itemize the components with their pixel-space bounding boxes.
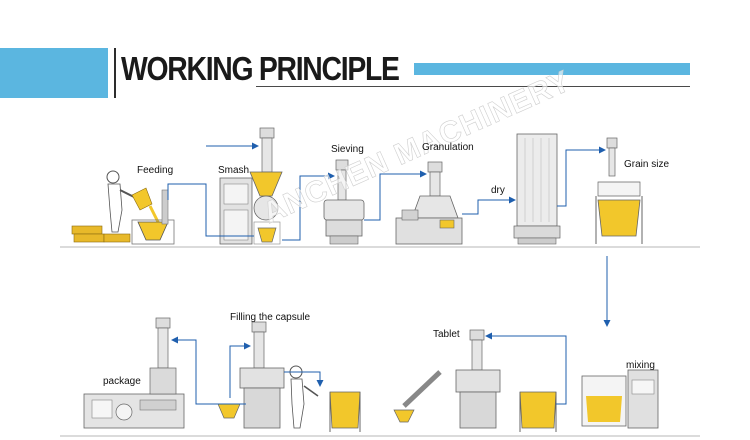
granulation-machine xyxy=(395,161,463,245)
header-divider xyxy=(114,48,116,98)
header-underline xyxy=(256,86,690,87)
flow-capsule-left xyxy=(284,371,324,387)
label-filling-capsule: Filling the capsule xyxy=(230,312,311,323)
feeding-station xyxy=(71,170,175,245)
flow-capsule-top xyxy=(229,342,251,398)
header-accent-block xyxy=(0,48,108,98)
flow-granulation-dry xyxy=(462,196,516,215)
label-granulation: Granulation xyxy=(422,142,474,153)
header-accent-bar xyxy=(414,63,690,75)
capsule-filling-machine xyxy=(217,321,361,432)
label-sieving: Sieving xyxy=(331,144,364,155)
flow-smash-sieving xyxy=(282,172,335,241)
dryer xyxy=(513,133,561,245)
flow-mixing-tablet xyxy=(485,332,567,405)
label-tablet: Tablet xyxy=(433,329,460,340)
page-title: WORKING PRINCIPLE xyxy=(121,50,400,87)
tablet-press xyxy=(393,329,557,432)
sieving-machine xyxy=(323,159,365,245)
label-grain-size: Grain size xyxy=(624,159,670,170)
package-machine xyxy=(83,317,185,429)
mixer xyxy=(581,369,659,429)
flow-sieving-granulation xyxy=(364,170,427,221)
flow-feeding-smash xyxy=(167,146,258,237)
label-feeding: Feeding xyxy=(137,165,174,176)
flow-capsule-package xyxy=(171,336,246,405)
label-dry: dry xyxy=(491,185,505,196)
label-mixing: mixing xyxy=(626,360,655,371)
grain-size-machine xyxy=(595,137,643,244)
flow-dry-grain xyxy=(557,146,606,207)
label-smash: Smash xyxy=(218,165,250,176)
label-package: package xyxy=(103,376,141,387)
smash-machine xyxy=(219,127,283,245)
